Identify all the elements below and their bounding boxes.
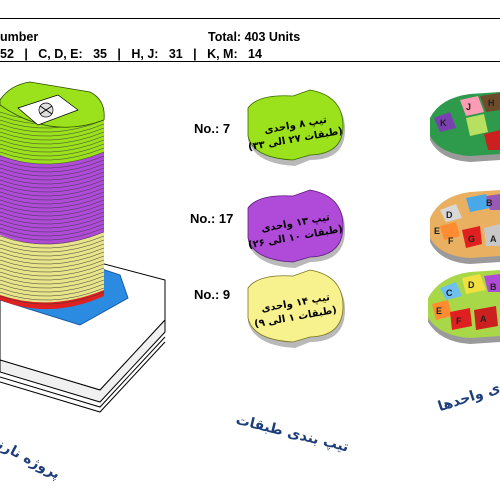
floor-line [0, 243, 105, 257]
floor-line [0, 119, 105, 133]
floor-line [0, 179, 105, 193]
oval-type-13: تیپ ۱۳ واحدی (طبقات ۱۰ الی ۲۶) [247, 189, 345, 268]
unit-plan-8: J H K [430, 92, 500, 162]
drawing-frame [0, 18, 500, 501]
floor-line [0, 147, 105, 161]
floor-line [0, 175, 105, 189]
header-total: Total: 403 Units [208, 30, 301, 44]
unit-label-e: E [434, 226, 440, 236]
tower [0, 81, 105, 310]
unit-label-a: A [490, 234, 497, 244]
floor-line [0, 215, 105, 229]
unit-label-b2: B [490, 282, 497, 292]
floor-line [0, 227, 105, 241]
unit-label-g: G [468, 234, 475, 244]
floor-line [0, 271, 105, 285]
floor-line [0, 279, 105, 293]
unit-label-d2: D [468, 280, 475, 290]
floor-line [0, 155, 105, 169]
floor-line [0, 159, 105, 173]
floor-line [0, 171, 105, 185]
floor-line [0, 143, 105, 157]
floor-line [0, 199, 105, 213]
floor-line [0, 127, 105, 141]
floor-line [0, 195, 105, 209]
floor-line [0, 231, 105, 245]
floor-line [0, 247, 105, 261]
header-separator [0, 61, 500, 62]
floor-line [0, 267, 105, 281]
floor-line [0, 151, 105, 165]
floor-line [0, 219, 105, 233]
unit-label-h: H [488, 98, 495, 108]
unit-label-e2: E [436, 306, 442, 316]
no-label-type-13: No.: 17 [190, 211, 234, 226]
floor-line [0, 207, 105, 221]
floor-line [0, 275, 105, 289]
unit-plan-14: C D E F A B [428, 270, 500, 344]
floor-line [0, 131, 105, 145]
floor-line [0, 191, 105, 205]
no-label-type-14: No.: 9 [194, 287, 231, 302]
floor-line [0, 283, 105, 297]
unit-label-d: D [446, 210, 453, 220]
floor-line [0, 123, 105, 137]
floor-line [0, 291, 105, 305]
floor-line [0, 203, 105, 217]
header-title: umber [0, 30, 39, 44]
unit-label-j: J [466, 102, 471, 112]
floor-line [0, 239, 105, 253]
unit-label-b: B [486, 198, 493, 208]
oval-type-8: تیپ ۸ واحدی (طبقات ۲۷ الی ۳۳) [247, 89, 345, 166]
floor-line [0, 259, 105, 273]
unit-plan-13: B D E F G A [430, 190, 500, 264]
floor-line [0, 287, 105, 301]
unit-label-f2: F [456, 316, 462, 326]
unit-label-a2: A [480, 314, 487, 324]
header-summary: 52 | C, D, E: 35 | H, J: 31 | K, M: 14 [0, 47, 262, 61]
floor-line [0, 183, 105, 197]
floor-line [0, 167, 105, 181]
unit-label-k: K [440, 118, 447, 128]
floor-line [0, 263, 105, 277]
floor-line [0, 187, 105, 201]
no-label-type-8: No.: 7 [194, 121, 231, 136]
floor-line [0, 211, 105, 225]
unit-label-f: F [448, 236, 454, 246]
floor-line [0, 223, 105, 237]
floor-line [0, 251, 105, 265]
oval-type-14: تیپ ۱۴ واحدی (طبقات ۱ الی ۹) [247, 269, 345, 348]
floor-line [0, 235, 105, 249]
floor-line [0, 255, 105, 269]
floor-line [0, 163, 105, 177]
floor-line [0, 139, 105, 153]
unit-label-c: C [446, 288, 453, 298]
floor-line [0, 135, 105, 149]
